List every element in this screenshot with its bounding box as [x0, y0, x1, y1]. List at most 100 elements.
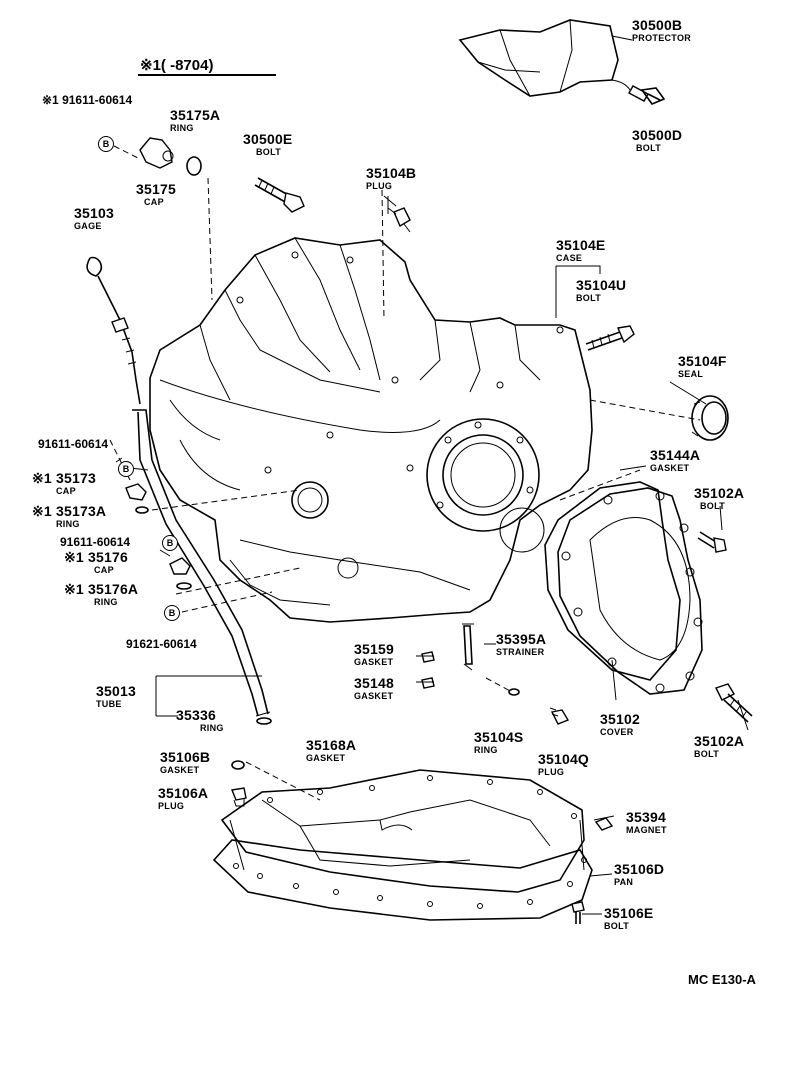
label-35104e-number: 35104E: [556, 237, 606, 253]
label-35102a-lower-name: BOLT: [694, 749, 720, 759]
label-35395a-name: STRAINER: [496, 647, 545, 657]
marker-b-2: B: [118, 461, 134, 477]
marker-b-1: B: [98, 136, 114, 152]
ring-35104s: [508, 688, 520, 696]
label-91611-b-number: 91611-60614: [38, 437, 109, 451]
label-35106b-name: GASKET: [160, 765, 200, 775]
label-91611-a-number: ※1 91611-60614: [42, 93, 133, 107]
label-35104u-name: BOLT: [576, 293, 602, 303]
label-35104s-number: 35104S: [474, 729, 524, 745]
protector-part: [458, 19, 631, 97]
label-35013-name: TUBE: [96, 699, 122, 709]
label-35336-name: RING: [200, 723, 224, 733]
label-35175a-name: RING: [170, 123, 194, 133]
label-30500e-name: BOLT: [256, 147, 282, 157]
label-30500e-number: 30500E: [243, 131, 293, 147]
oil-pan-35106d: [212, 775, 593, 921]
diagram-code: MC E130-A: [688, 972, 756, 987]
plug-35104b: [387, 196, 411, 233]
tube-35013: [132, 409, 271, 717]
label-30500d-name: BOLT: [636, 143, 662, 153]
label-35159-number: 35159: [354, 641, 394, 657]
bolt-35104u: [585, 325, 635, 351]
marker-b-4: B: [164, 605, 180, 621]
label-35104f-name: SEAL: [678, 369, 704, 379]
label-91611-c-number: 91611-60614: [60, 535, 131, 549]
label-30500b-number: 30500B: [632, 17, 683, 33]
label-35175-number: 35175: [136, 181, 176, 197]
ring-35176a: [176, 582, 192, 590]
label-35144a-name: GASKET: [650, 463, 690, 473]
label-35176a-name: RING: [94, 597, 118, 607]
label-35394-name: MAGNET: [626, 825, 667, 835]
label-30500b-name: PROTECTOR: [632, 33, 692, 43]
label-35106b-number: 35106B: [160, 749, 211, 765]
label-35104s-name: RING: [474, 745, 498, 755]
label-35176-name: CAP: [94, 565, 114, 575]
gasket-35106b: [231, 760, 245, 770]
label-35173-number: ※1 35173: [32, 470, 96, 486]
label-35103-number: 35103: [74, 205, 114, 221]
cap-35176: [169, 557, 191, 575]
label-35175-name: CAP: [144, 197, 164, 207]
label-35102a-upper-name: BOLT: [700, 501, 726, 511]
label-35144a-number: 35144A: [650, 447, 701, 463]
label-35159-name: GASKET: [354, 657, 394, 667]
gasket-35159: [421, 651, 435, 663]
header-underline: [138, 74, 276, 76]
ring-35175a: [186, 156, 202, 176]
strainer-35395a: [462, 623, 474, 671]
bolt-35102a-lower: [715, 683, 753, 723]
bolt-35102a-upper: [697, 531, 727, 553]
label-35013-number: 35013: [96, 683, 136, 699]
label-30500d-number: 30500D: [632, 127, 683, 143]
label-35104b-number: 35104B: [366, 165, 417, 181]
cover-35102: [557, 487, 703, 695]
label-35168a-name: GASKET: [306, 753, 346, 763]
label-35106d-name: PAN: [614, 877, 634, 887]
label-35103-name: GAGE: [74, 221, 102, 231]
label-35175a-number: 35175A: [170, 107, 221, 123]
ring-35336: [256, 717, 272, 725]
label-35395a-number: 35395A: [496, 631, 547, 647]
ring-35173a: [135, 506, 149, 514]
transaxle-case: [149, 237, 593, 623]
label-35176a-number: ※1 35176A: [64, 581, 139, 597]
label-35148-number: 35148: [354, 675, 394, 691]
label-35104q-number: 35104Q: [538, 751, 590, 767]
label-35173a-number: ※1 35173A: [32, 503, 107, 519]
label-35106a-name: PLUG: [158, 801, 185, 811]
label-35168a-number: 35168A: [306, 737, 357, 753]
magnet-35394: [594, 817, 614, 831]
gasket-35144a: [544, 481, 681, 681]
label-35102-name: COVER: [600, 727, 634, 737]
gasket-35148: [421, 677, 435, 689]
label-35176-number: ※1 35176: [64, 549, 128, 565]
header-note: ※1( ‐8704): [140, 57, 214, 74]
plug-35106a: [231, 787, 247, 807]
label-35102a-upper-number: 35102A: [694, 485, 745, 501]
seal-35104f: [691, 395, 729, 441]
bolt-30500d: [628, 85, 666, 105]
cap-35173: [125, 483, 147, 501]
label-35102a-lower-number: 35102A: [694, 733, 745, 749]
label-35104f-number: 35104F: [678, 353, 727, 369]
label-35104b-name: PLUG: [366, 181, 393, 191]
label-35106e-number: 35106E: [604, 905, 654, 921]
label-35102-number: 35102: [600, 711, 640, 727]
marker-b-3: B: [162, 535, 178, 551]
label-35106e-name: BOLT: [604, 921, 630, 931]
label-35104q-name: PLUG: [538, 767, 565, 777]
label-35394-number: 35394: [626, 809, 666, 825]
label-35106d-number: 35106D: [614, 861, 665, 877]
gasket-35168a: [220, 769, 585, 893]
label-35104e-name: CASE: [556, 253, 583, 263]
label-35336-number: 35336: [176, 707, 216, 723]
label-35104u-number: 35104U: [576, 277, 627, 293]
bolt-35106e: [571, 901, 585, 924]
label-35173-name: CAP: [56, 486, 76, 496]
bolt-30500e: [254, 177, 305, 213]
leader-lines: [109, 35, 749, 915]
plug-35104q: [549, 707, 570, 725]
